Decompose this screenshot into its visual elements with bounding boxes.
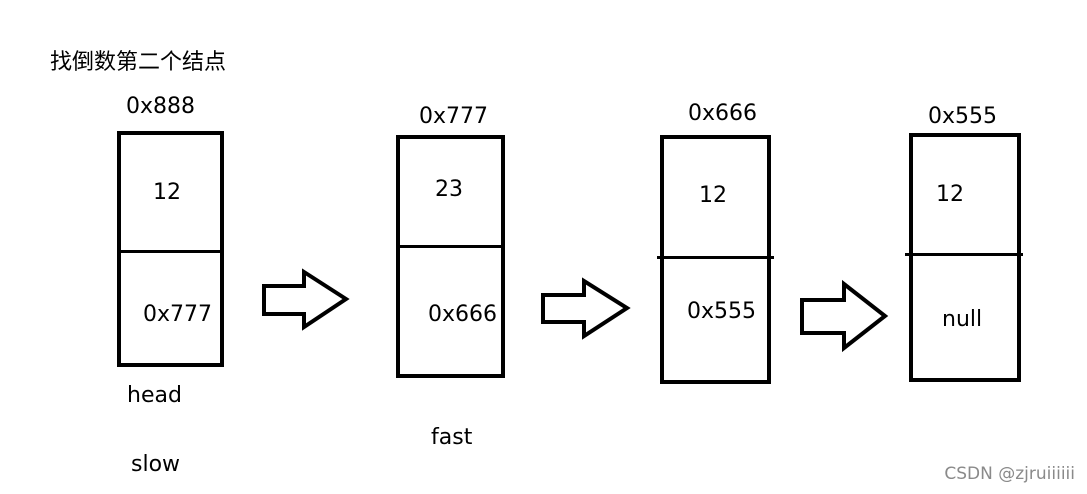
node-3-divider — [657, 256, 774, 259]
node-3-value: 12 — [699, 183, 727, 208]
node-3-address: 0x666 — [688, 101, 758, 126]
diagram-title: 找倒数第二个结点 — [50, 50, 227, 75]
node-4-value: 12 — [936, 182, 964, 207]
arrow-2-icon — [541, 277, 631, 340]
node-1-address: 0x888 — [126, 94, 196, 119]
node-1-value: 12 — [153, 180, 181, 205]
node-4-divider — [905, 253, 1023, 256]
node-4-next: null — [942, 307, 983, 332]
arrow-1-icon — [262, 268, 350, 331]
node-1-divider — [117, 250, 224, 253]
node-2-value: 23 — [435, 177, 463, 202]
node-3-box — [660, 135, 771, 384]
node-2-divider — [396, 245, 505, 248]
watermark: CSDN @zjruiiiiii — [944, 464, 1075, 484]
pointer-label-slow: slow — [131, 452, 181, 477]
arrow-3-icon — [800, 279, 889, 353]
pointer-label-fast: fast — [431, 425, 473, 450]
node-1-box — [117, 131, 224, 367]
node-2-address: 0x777 — [419, 104, 489, 129]
node-1-next: 0x777 — [143, 302, 213, 327]
node-2-box — [396, 135, 505, 378]
node-3-next: 0x555 — [687, 299, 757, 324]
node-2-next: 0x666 — [428, 302, 498, 327]
node-4-box — [909, 133, 1021, 382]
node-4-address: 0x555 — [928, 104, 998, 129]
pointer-label-head: head — [127, 383, 182, 408]
